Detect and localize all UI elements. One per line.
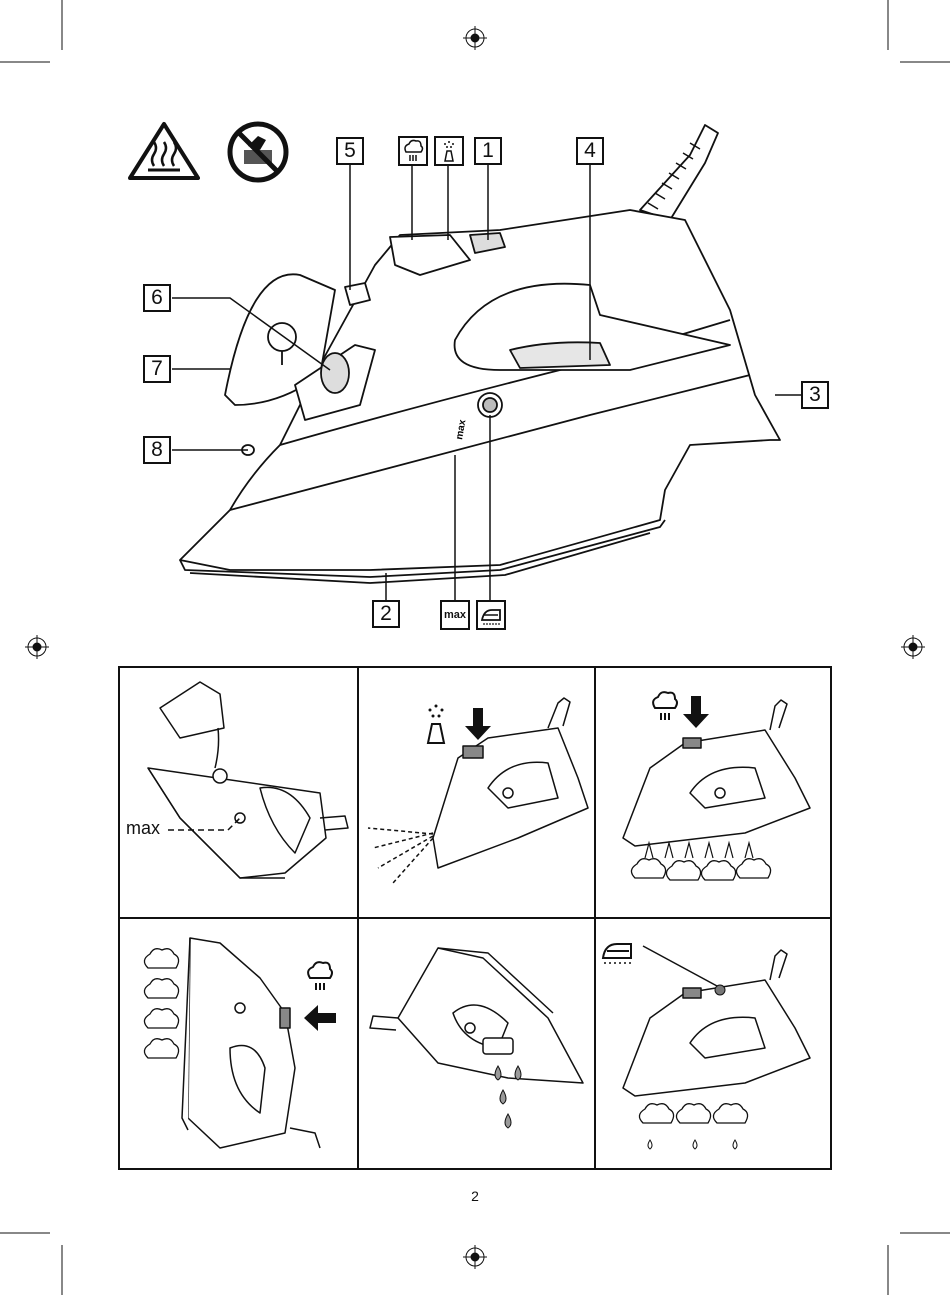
burst-of-steam-icon-box xyxy=(398,136,428,166)
spray-icon-large xyxy=(428,724,444,743)
self-clean-symbol-box xyxy=(476,600,506,630)
press-arrow-icon xyxy=(304,1005,336,1031)
empty-tank-illustration xyxy=(358,918,595,1168)
step-vertical-steam xyxy=(120,918,358,1168)
step-self-clean xyxy=(595,918,832,1168)
registration-mark-bottom xyxy=(463,1245,487,1269)
spray-icon-box xyxy=(434,136,464,166)
burst-of-steam-icon-large xyxy=(653,692,677,708)
burst-of-steam-illustration xyxy=(595,668,832,918)
callout-6: 6 xyxy=(143,284,171,312)
fill-max-label: max xyxy=(126,818,160,839)
callout-leaders xyxy=(0,0,950,660)
callout-5: 5 xyxy=(336,137,364,165)
callout-2: 2 xyxy=(372,600,400,628)
fill-water-illustration xyxy=(120,668,358,918)
self-clean-illustration xyxy=(595,918,832,1168)
burst-of-steam-icon xyxy=(400,138,426,164)
callout-7: 7 xyxy=(143,355,171,383)
callout-4: 4 xyxy=(576,137,604,165)
iron-soleplate-icon-large xyxy=(603,944,631,958)
step-empty-tank xyxy=(358,918,595,1168)
callout-1: 1 xyxy=(474,137,502,165)
spray-icon xyxy=(436,138,462,164)
burst-of-steam-icon-large xyxy=(308,962,332,978)
press-arrow-icon xyxy=(683,696,709,728)
step-spray xyxy=(358,668,595,918)
step-burst-of-steam xyxy=(595,668,832,918)
callout-3: 3 xyxy=(801,381,829,409)
spray-illustration xyxy=(358,668,595,918)
iron-soleplate-icon xyxy=(478,602,504,628)
page-number: 2 xyxy=(465,1188,485,1204)
usage-steps-grid: max xyxy=(118,666,832,1170)
step-fill-water: max xyxy=(120,668,358,918)
max-symbol-box: max xyxy=(440,600,470,630)
vertical-steam-illustration xyxy=(120,918,358,1168)
press-arrow-icon xyxy=(465,708,491,740)
callout-8: 8 xyxy=(143,436,171,464)
